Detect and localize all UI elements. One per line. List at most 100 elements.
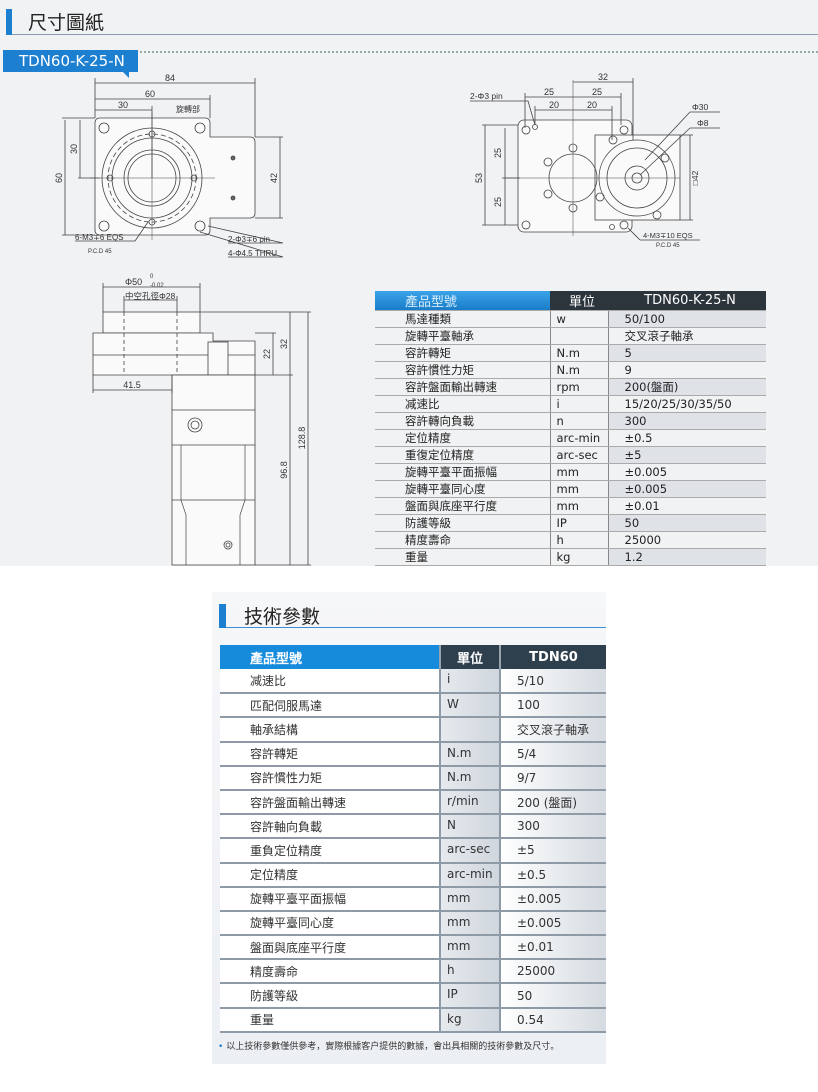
param-value: 9 <box>608 361 766 379</box>
table-row: 軸承結構交叉滾子軸承 <box>220 717 606 743</box>
header-value: TDN60-K-25-N <box>608 291 766 311</box>
param-unit <box>439 717 500 743</box>
dim-32: 32 <box>279 339 289 349</box>
param-value: ±5 <box>499 838 606 864</box>
dim-v60: 60 <box>54 173 64 183</box>
param-name: 旋轉平臺同心度 <box>375 480 550 498</box>
param-name: 盤面與底座平行度 <box>375 497 550 515</box>
param-name: 容許盤面輸出轉速 <box>375 378 550 396</box>
param-value: ±0.5 <box>499 862 606 888</box>
param-value: 100 <box>499 693 606 719</box>
dim-phi50: Φ50 <box>125 277 142 287</box>
dim-20a: 20 <box>549 100 559 110</box>
param-name: 定位精度 <box>375 429 550 447</box>
technical-drawings: 84 60 30 旋轉部 60 30 42 6-M3∓6 EQS P.C.D 4… <box>54 72 720 566</box>
param-unit: N <box>439 814 500 840</box>
param-unit: arc-sec <box>439 838 500 864</box>
param-value: 200 (盤面) <box>499 789 606 816</box>
param-unit: kg <box>549 548 609 566</box>
dim-96-8: 96.8 <box>279 461 289 479</box>
param-name: 旋轉平臺同心度 <box>220 910 440 937</box>
param-unit: w <box>549 310 609 328</box>
footnote: • 以上技術參數僅供參考，實際根據客户提供的數據，會出具相關的技術參數及尺寸。 <box>218 1039 559 1052</box>
param-name: 容許轉矩 <box>220 741 440 767</box>
param-name: 容許轉矩 <box>375 344 550 362</box>
param-unit: mm <box>549 463 609 481</box>
param-value: 交叉滾子軸承 <box>499 717 606 743</box>
param-name: 馬達種類 <box>375 310 550 328</box>
param-unit: N.m <box>439 765 500 791</box>
dimension-drawing-section: 尺寸圖紙 TDN60-K-25-N 84 60 30 旋轉部 60 30 42 … <box>0 0 818 566</box>
param-unit: i <box>439 669 500 695</box>
param-name: 旋轉平臺軸承 <box>375 327 550 345</box>
dim-32: 32 <box>598 72 608 82</box>
phi8-label: Φ8 <box>697 118 709 128</box>
param-value: 300 <box>499 814 606 840</box>
param-name: 容許轉向負載 <box>375 412 550 430</box>
section-marker <box>219 604 226 628</box>
param-unit: IP <box>549 514 609 532</box>
thread-label: 6-M3∓6 EQS <box>75 233 124 242</box>
param-name: 重量 <box>220 1007 440 1033</box>
param-unit: mm <box>439 886 500 912</box>
tolerance-upper: 0 <box>150 274 154 280</box>
dim-sq42: □42 <box>690 170 700 185</box>
param-unit: r/min <box>439 789 500 816</box>
footnote-text: 以上技術參數僅供參考，實際根據客户提供的數據，會出具相關的技術參數及尺寸。 <box>226 1042 560 1052</box>
param-value: 5/4 <box>499 741 606 767</box>
param-unit: N.m <box>439 741 500 767</box>
dim-v25b: 25 <box>493 197 503 207</box>
param-value: 15/20/25/30/35/50 <box>608 395 766 413</box>
param-unit: rpm <box>549 378 609 396</box>
dim-60: 60 <box>145 89 155 99</box>
dim-22: 22 <box>262 349 272 359</box>
param-value: 5/10 <box>499 669 606 695</box>
param-unit: IP <box>439 983 500 1009</box>
dim-v30: 30 <box>69 144 79 154</box>
param-value: ±5 <box>608 446 766 464</box>
dotted-divider <box>140 51 818 53</box>
param-name: 防護等級 <box>220 983 440 1009</box>
param-name: 盤面與底座平行度 <box>220 935 440 961</box>
param-name: 精度壽命 <box>220 959 440 985</box>
dim-25b: 25 <box>592 87 602 97</box>
param-unit: mm <box>439 910 500 937</box>
header-value: TDN60 <box>499 645 606 669</box>
param-value: ±0.005 <box>499 910 606 937</box>
motor-view-drawing: 32 2-Φ3 pin 25 25 20 20 Φ30 Φ8 □42 53 25… <box>470 72 720 249</box>
param-name: 容許軸向負載 <box>220 814 440 840</box>
param-unit: mm <box>549 480 609 498</box>
param-name: 减速比 <box>375 395 550 413</box>
pin-label: 2-Φ3∓6 pin <box>228 235 270 244</box>
header-unit: 單位 <box>550 291 608 311</box>
dim-v53: 53 <box>474 173 484 183</box>
param-value: ±0.005 <box>608 480 766 498</box>
param-name: 重量 <box>375 548 550 566</box>
side-view-drawing: Φ50 0 -0.02 中空孔徑Φ28 41.5 22 32 128.8 96.… <box>92 274 311 566</box>
param-value: 50 <box>608 514 766 532</box>
param-unit: N.m <box>549 361 609 379</box>
dim-v25a: 25 <box>493 148 503 158</box>
param-name: 定位精度 <box>220 862 440 888</box>
param-unit: N.m <box>549 344 609 362</box>
model-tab: TDN60-K-25-N <box>3 50 138 78</box>
divider <box>226 627 606 628</box>
param-value: 50/100 <box>608 310 766 328</box>
